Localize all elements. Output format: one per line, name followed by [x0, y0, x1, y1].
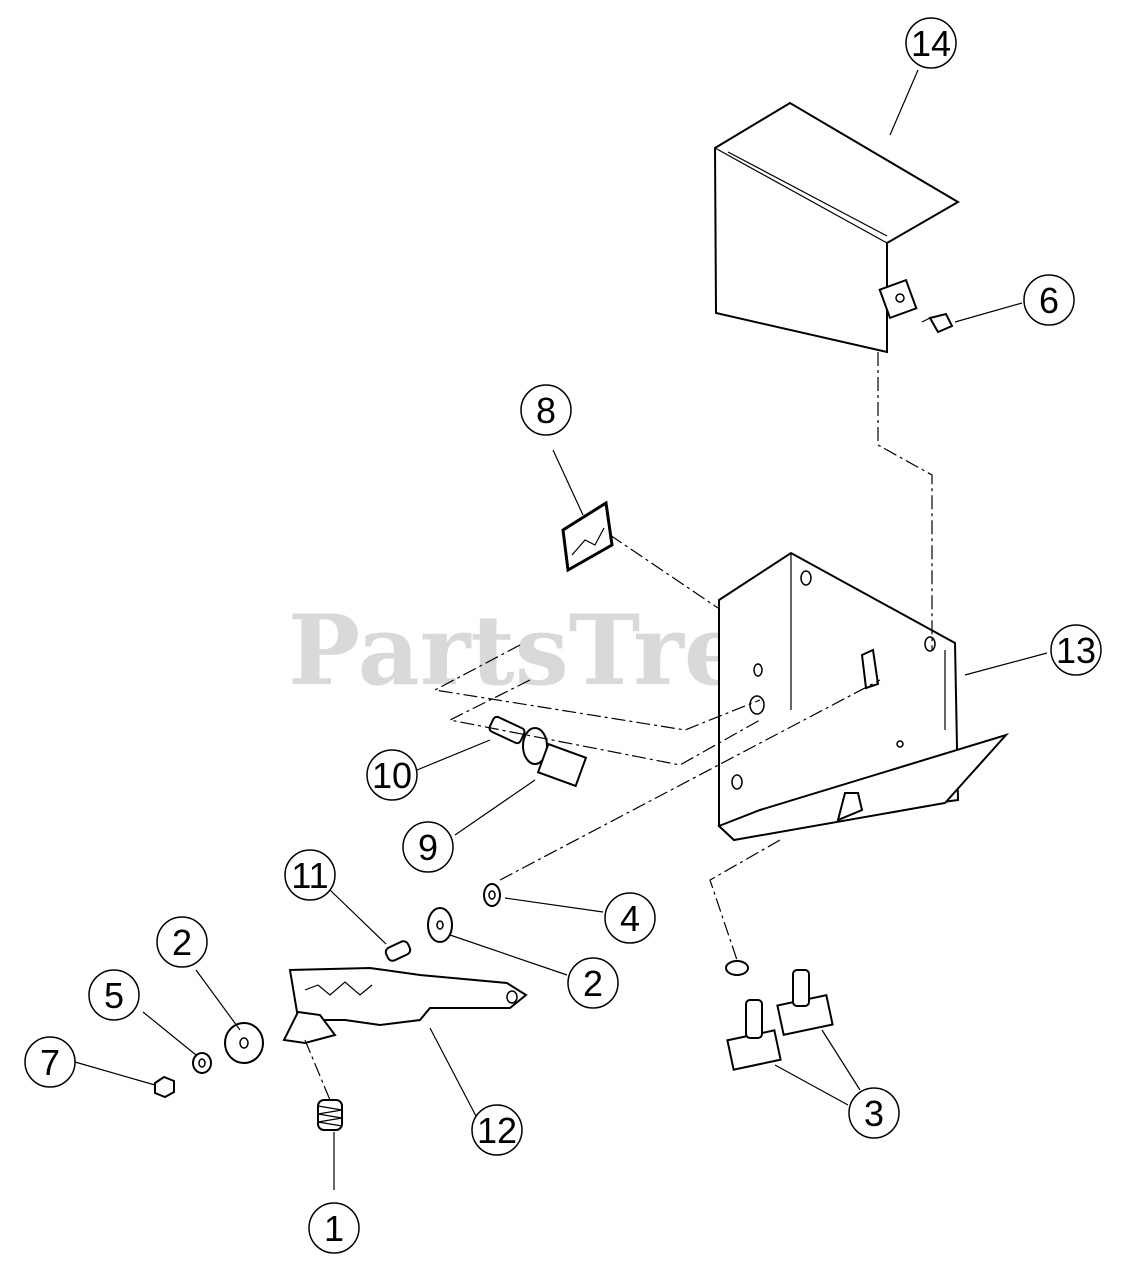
- callout-3: 3: [848, 1087, 900, 1139]
- part-washer-upper: [427, 907, 453, 943]
- part-washer-lower: [224, 1022, 264, 1064]
- callout-1: 1: [308, 1202, 360, 1254]
- callout-4: 4: [604, 892, 656, 944]
- svg-text:8: 8: [536, 390, 556, 431]
- svg-text:10: 10: [372, 755, 412, 796]
- part-spring: [317, 1099, 343, 1131]
- part-bushing: [384, 940, 412, 962]
- part-lock-washer: [192, 1052, 212, 1074]
- part-bracket: [717, 551, 1010, 842]
- callout-2-upper: 2: [567, 957, 619, 1009]
- part-key-switch: [522, 727, 588, 788]
- callout-8: 8: [520, 384, 572, 436]
- svg-text:3: 3: [864, 1093, 884, 1134]
- svg-text:13: 13: [1056, 630, 1096, 671]
- callout-7: 7: [24, 1036, 76, 1088]
- callout-9: 9: [402, 821, 454, 873]
- callout-6: 6: [1023, 274, 1075, 326]
- part-lever: [282, 966, 528, 1045]
- part-decal: [561, 500, 614, 573]
- part-cover-shield: [713, 101, 960, 354]
- callout-13: 13: [1050, 624, 1102, 676]
- svg-text:1: 1: [324, 1208, 344, 1249]
- assembly-lines: [304, 352, 933, 1101]
- svg-text:14: 14: [911, 23, 951, 64]
- part-screw: [921, 312, 954, 334]
- callout-12: 12: [471, 1104, 523, 1156]
- leader-lines: [74, 69, 1048, 1190]
- svg-text:2: 2: [172, 922, 192, 963]
- svg-text:2: 2: [583, 963, 603, 1004]
- svg-text:9: 9: [418, 827, 438, 868]
- svg-text:5: 5: [104, 975, 124, 1016]
- part-washer-small: [483, 883, 501, 907]
- callout-14: 14: [905, 17, 957, 69]
- part-nut: [154, 1075, 175, 1099]
- svg-text:12: 12: [477, 1110, 517, 1151]
- part-lamp-socket: [488, 715, 526, 745]
- callout-2-lower: 2: [156, 916, 208, 968]
- svg-text:6: 6: [1039, 280, 1059, 321]
- svg-text:7: 7: [40, 1042, 60, 1083]
- callout-11: 11: [284, 849, 336, 901]
- callout-10: 10: [366, 749, 418, 801]
- svg-text:4: 4: [620, 898, 640, 939]
- svg-text:11: 11: [291, 855, 328, 896]
- callout-5: 5: [88, 969, 140, 1021]
- part-toggle-switches: [725, 960, 834, 1071]
